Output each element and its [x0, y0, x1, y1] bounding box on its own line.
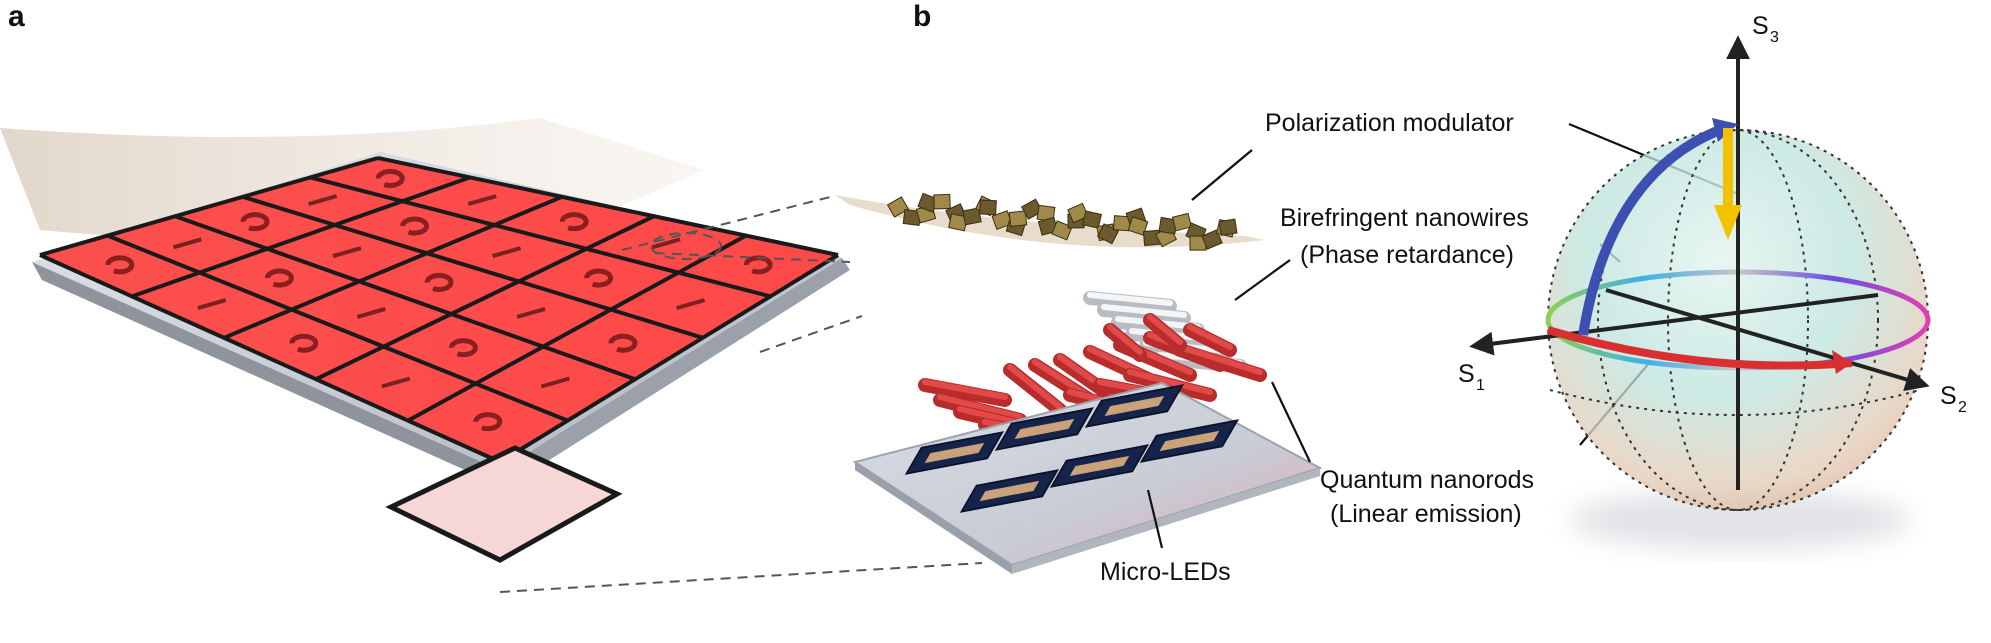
s1-subscript: 1 [1476, 377, 1485, 394]
nanowire-highlight [1101, 304, 1187, 318]
circular-polarization-symbol [559, 212, 589, 232]
array-substrate [32, 262, 505, 488]
nanowire-highlight [1087, 292, 1173, 306]
micro-led-pads [904, 384, 1240, 513]
nanorod-highlight [1147, 314, 1183, 345]
zoom-guide-lines [499, 195, 983, 593]
micro-led [1084, 384, 1185, 428]
linear-polarization-symbol [540, 376, 570, 389]
highlighted-pixel-block [385, 445, 623, 563]
nanocube [1127, 216, 1149, 236]
nanocube [933, 193, 951, 210]
nanocube [1201, 229, 1223, 250]
linear-polarization-symbol [356, 306, 386, 319]
linear-polarization-symbol [308, 194, 338, 207]
grid-line [223, 194, 563, 340]
micro-led [1049, 444, 1150, 488]
micro-led [959, 469, 1060, 513]
micro-led [1139, 419, 1240, 463]
label-quantum-nanorods: Quantum nanorods [1320, 466, 1534, 494]
metal-nanocubes [886, 192, 1238, 251]
linear-polarization-symbol [492, 246, 522, 259]
nanorod-highlight [937, 394, 1023, 420]
linear-polarization-symbol [332, 246, 362, 259]
nanocube [1067, 202, 1089, 224]
grid-line [309, 175, 771, 299]
circular-polarization-symbol [400, 216, 430, 236]
linear-polarization-arc [1546, 326, 1853, 370]
polarization-modulator-layer [835, 192, 1265, 251]
pixel-grid-lines [39, 156, 840, 464]
s1-axis [1469, 293, 1879, 356]
label-micro-leds: Micro-LEDs [1100, 558, 1231, 586]
circular-polarization-symbol [473, 412, 503, 432]
s2-axis [1605, 288, 1930, 392]
nanocube [886, 196, 910, 218]
circular-polarization-symbol [448, 338, 478, 358]
circular-polarization-symbol [743, 255, 773, 275]
grid-line [39, 253, 501, 464]
s3-label: S [1752, 12, 1769, 40]
linear-polarization-symbol [197, 298, 227, 311]
panel-label-a: a [8, 0, 25, 33]
nanorod-highlight [1177, 344, 1263, 375]
linear-polarization-symbol [172, 237, 202, 250]
grid-line [242, 194, 704, 340]
s2-label: S [1940, 382, 1957, 410]
poincare-sphere: S 1 S 2 S 3 [1458, 12, 1967, 550]
circular-polarization-symbol [584, 268, 614, 288]
nanocube [1082, 210, 1102, 229]
nanorod-highlight [922, 379, 1008, 400]
circular-polarization-symbol [375, 168, 405, 188]
nanocube [962, 207, 982, 226]
pixel-polarization-symbols [105, 168, 773, 432]
label-phase-retardance: (Phase retardance) [1300, 241, 1514, 269]
grid-line [131, 175, 471, 299]
nanorod-highlight [1007, 364, 1063, 410]
nanocube [979, 199, 997, 216]
grid-line [498, 253, 840, 464]
circular-polarization-symbol [240, 212, 270, 232]
label-birefringent-nanowires: Birefringent nanowires [1280, 204, 1529, 232]
nanocube [1218, 218, 1238, 237]
grid-line [174, 214, 636, 382]
grid-line [407, 233, 747, 423]
circular-polarization-symbol [608, 333, 638, 353]
circular-polarization-symbol [424, 272, 454, 292]
nanorod-highlight [1187, 324, 1233, 350]
grid-line [39, 156, 379, 257]
s1-label: S [1458, 360, 1475, 388]
nanocube [1008, 210, 1028, 228]
nanocube [1171, 212, 1193, 232]
micro-led-chip [852, 381, 1323, 574]
label-linear-emission: (Linear emission) [1330, 500, 1522, 528]
display-array [0, 118, 850, 563]
linear-polarization-symbol [467, 194, 497, 207]
linear-polarization-symbol [516, 306, 546, 319]
label-polarization-modulator: Polarization modulator [1265, 109, 1514, 137]
linear-polarization-symbol [676, 298, 706, 311]
micro-led [994, 407, 1095, 451]
nanorod-highlight [1107, 324, 1143, 355]
linear-polarization-symbol [381, 376, 411, 389]
circular-polarization-symbol [289, 333, 319, 353]
linear-polarization-symbol [651, 237, 681, 250]
panel-label-b: b [913, 0, 931, 33]
nanorod-highlight [1127, 369, 1213, 395]
circular-polarization-symbol [264, 268, 294, 288]
circular-polarization-symbol [105, 255, 135, 275]
component-labels: Polarization modulator Birefringent nano… [1100, 109, 1534, 586]
phase-retardance-arc [1578, 123, 1727, 336]
grid-line [106, 233, 569, 423]
grid-line [377, 156, 839, 257]
nanocube [1051, 220, 1073, 241]
grid-line [315, 214, 655, 382]
micro-led [904, 431, 1005, 475]
s2-subscript: 2 [1958, 399, 1967, 416]
s3-subscript: 3 [1770, 29, 1779, 46]
